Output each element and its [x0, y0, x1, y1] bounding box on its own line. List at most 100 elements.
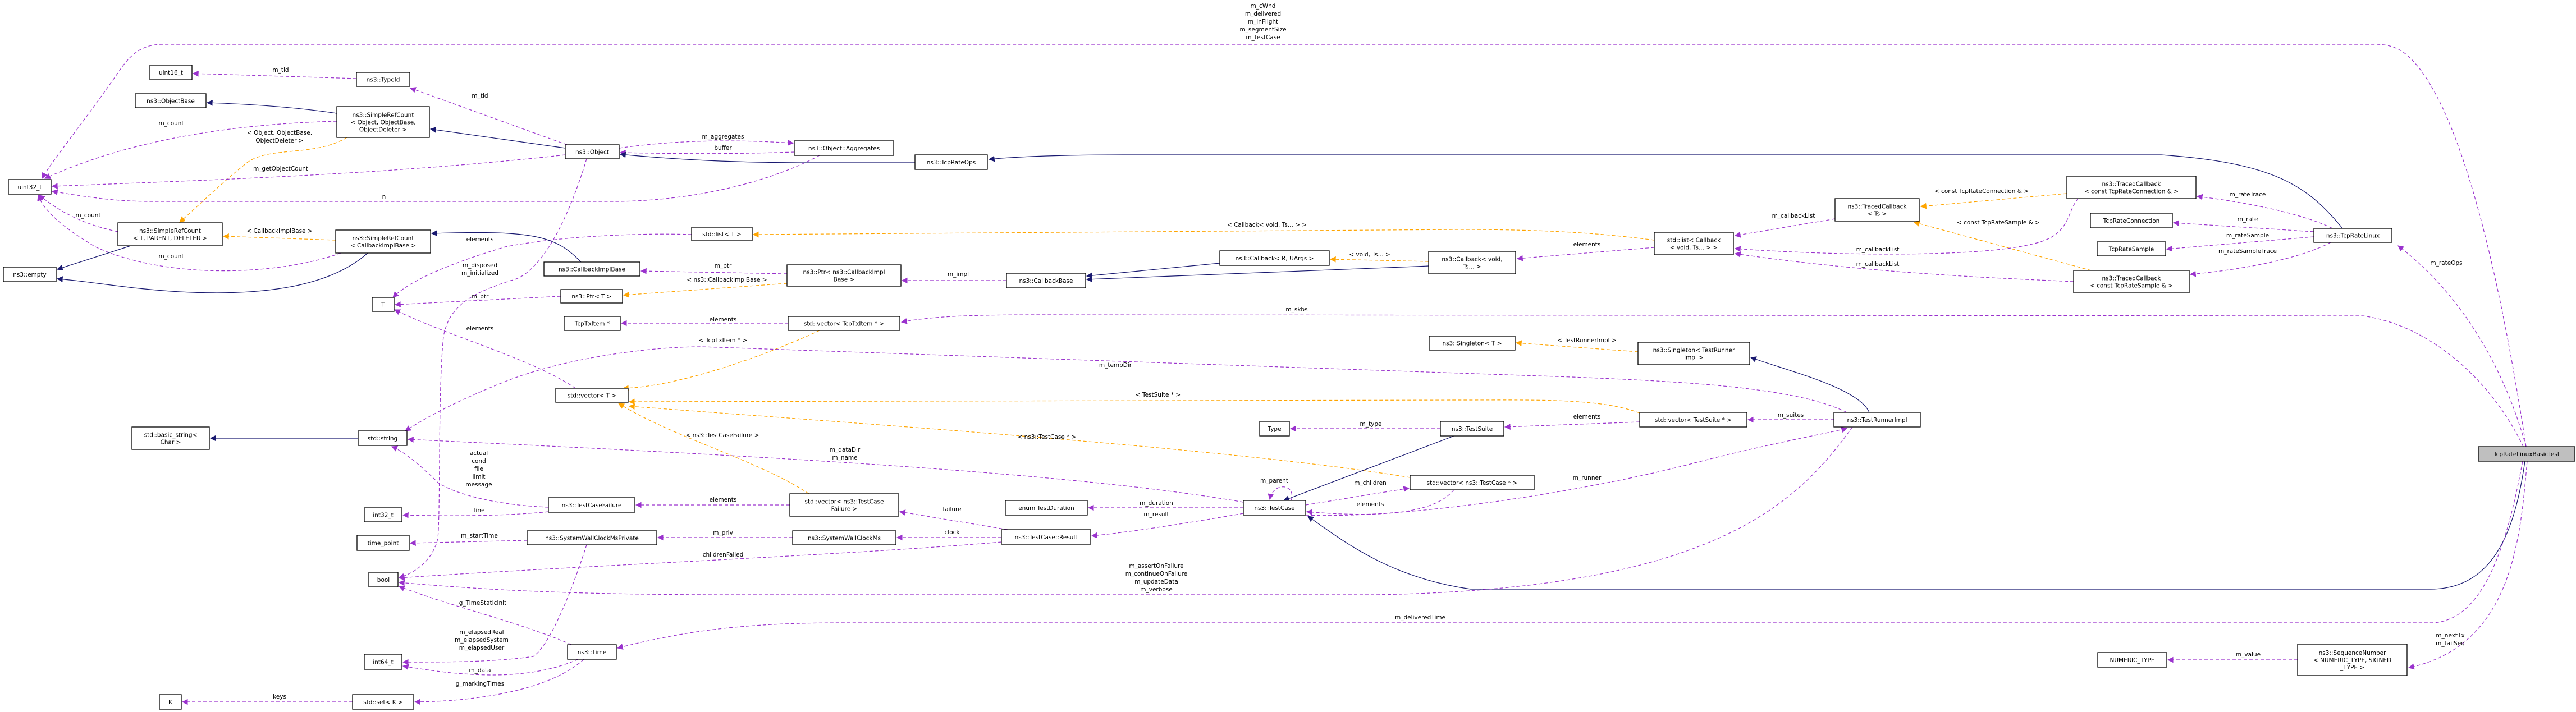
class-node-int32[interactable]: int32_t [364, 507, 402, 522]
class-node-vec-t[interactable]: std::vector< T > [555, 388, 629, 403]
class-node-src-cib[interactable]: ns3::SimpleRefCount< CallbackImplBase > [335, 229, 431, 254]
edge-label: m_aggregates [702, 134, 744, 140]
class-node-string[interactable]: std::string [358, 430, 408, 446]
class-node-typeid[interactable]: ns3::TypeId [356, 72, 410, 87]
edge-label: elements [466, 325, 494, 332]
class-node-ptr-t[interactable]: ns3::Ptr< T > [560, 289, 623, 304]
class-node-testrunner[interactable]: ns3::TestRunnerImpl [1833, 412, 1921, 428]
class-name-line: std::vector< ns3::TestCase [804, 499, 884, 506]
class-node-swcmp[interactable]: ns3::SystemWallClockMsPrivate [527, 530, 657, 545]
class-node-set[interactable]: std::set< K > [352, 694, 414, 710]
class-box [1243, 500, 1306, 516]
class-node-enum-td[interactable]: enum TestDuration [1005, 500, 1088, 516]
class-node-testsuite[interactable]: ns3::TestSuite [1440, 421, 1504, 437]
class-node-seqnum[interactable]: ns3::SequenceNumber< NUMERIC_TYPE, SIGNE… [2297, 644, 2408, 676]
class-name-line: ns3::Singleton< T > [1442, 341, 1502, 347]
class-name-line: ns3::SimpleRefCount [139, 228, 201, 235]
class-node-callbackbase[interactable]: ns3::CallbackBase [1006, 273, 1086, 288]
class-box [1219, 250, 1330, 266]
class-node-time[interactable]: ns3::Time [567, 644, 617, 660]
class-node-callback-r[interactable]: ns3::Callback< R, UArgs > [1219, 250, 1330, 266]
class-node-type[interactable]: Type [1259, 421, 1290, 437]
class-node-vec-ts[interactable]: std::vector< TestSuite * > [1639, 412, 1747, 428]
class-node-tcptxitem[interactable]: TcpTxItem * [564, 316, 621, 331]
class-node-traced-ts[interactable]: ns3::TracedCallback< Ts > [1834, 198, 1920, 222]
class-name-line: uint32_t [17, 184, 42, 191]
usage-edge [409, 540, 528, 546]
inherit-edge [1283, 435, 1454, 502]
class-box [2066, 176, 2197, 199]
class-name-line: < CallbackImplBase > [350, 242, 416, 249]
class-name-line: ns3::TracedCallback [2102, 275, 2162, 282]
edge-label: ObjectDeleter > [255, 137, 303, 144]
usage-edge [392, 233, 692, 298]
class-node-numeric[interactable]: NUMERIC_TYPE [2097, 652, 2167, 668]
class-node-src-tpd[interactable]: ns3::SimpleRefCount< T, PARENT, DELETER … [117, 222, 223, 246]
class-node-vec-tcptx[interactable]: std::vector< TcpTxItem * > [788, 316, 900, 331]
class-node-result[interactable]: ns3::TestCase::Result [1001, 529, 1091, 545]
class-name-line: enum TestDuration [1018, 505, 1074, 512]
class-node-callback-void[interactable]: ns3::Callback< void,Ts... > [1428, 251, 1516, 274]
class-node-uint32[interactable]: uint32_t [8, 179, 52, 195]
class-name-line: std::list< T > [702, 231, 741, 238]
template-edge [628, 403, 1411, 478]
class-node-traced-conn[interactable]: ns3::TracedCallback< const TcpRateConnec… [2066, 176, 2197, 199]
class-node-int64[interactable]: int64_t [364, 654, 402, 670]
class-node-traced-sample[interactable]: ns3::TracedCallback< const TcpRateSample… [2073, 270, 2190, 293]
class-node-list-cb[interactable]: std::list< Callback< void, Ts... > > [1654, 232, 1734, 255]
class-name-line: ns3::TypeId [367, 77, 400, 84]
class-node-list-t[interactable]: std::list< T > [691, 227, 753, 241]
class-node-ptr-cib[interactable]: ns3::Ptr< ns3::CallbackImplBase > [786, 264, 902, 287]
class-name-line: ns3::TracedCallback [2102, 181, 2162, 188]
template-edge [628, 398, 1640, 414]
class-node-swcm[interactable]: ns3::SystemWallClockMs [792, 530, 896, 545]
usage-edge [619, 140, 794, 149]
class-node-singleton-t[interactable]: ns3::Singleton< T > [1429, 336, 1516, 351]
edge-label: m_nextTx [2436, 632, 2464, 639]
class-node-tcpratesample[interactable]: TcpRateSample [2097, 241, 2166, 256]
class-box [2297, 644, 2408, 676]
inherit-edge [206, 99, 337, 114]
edge-label: buffer [714, 145, 732, 151]
class-node-K[interactable]: K [159, 694, 182, 710]
class-node-src-object[interactable]: ns3::SimpleRefCount< Object, ObjectBase,… [336, 106, 430, 138]
usage-edge [398, 426, 1853, 595]
class-node-object[interactable]: ns3::Object [565, 144, 620, 159]
class-name-line: int32_t [373, 512, 393, 519]
class-name-line: ns3::empty [13, 272, 47, 278]
class-box [1005, 500, 1088, 516]
edge-label: elements [1573, 241, 1601, 248]
edge-label: < ns3::CallbackImplBase > [687, 277, 767, 283]
class-node-testcase[interactable]: ns3::TestCase [1243, 500, 1306, 516]
edge-label: m_type [1360, 421, 1382, 428]
usage-edge [619, 149, 795, 156]
class-node-tcfailure[interactable]: ns3::TestCaseFailure [548, 497, 635, 513]
usage-edge [1305, 427, 1848, 516]
class-box [372, 297, 395, 312]
edge-label: m_count [158, 253, 184, 260]
usage-edge [51, 154, 566, 190]
class-node-uint16[interactable]: uint16_t [149, 65, 193, 80]
class-node-tcprateops[interactable]: ns3::TcpRateOps [914, 154, 988, 170]
class-node-cib[interactable]: ns3::CallbackImplBase [543, 261, 640, 277]
class-node-empty[interactable]: ns3::empty [3, 267, 57, 282]
class-node-basic-string[interactable]: std::basic_string<Char > [131, 426, 210, 450]
template-edge [179, 137, 347, 223]
class-node-vec-tc[interactable]: std::vector< ns3::TestCase * > [1410, 475, 1535, 490]
class-node-objectbase[interactable]: ns3::ObjectBase [135, 93, 207, 108]
usage-edge [391, 445, 549, 508]
class-node-basictest[interactable]: TcpRateLinuxBasicTest [2478, 446, 2575, 462]
class-node-bool[interactable]: bool [368, 572, 399, 587]
class-name-line: ns3::TestRunnerImpl [1847, 417, 1907, 424]
class-node-aggregates[interactable]: ns3::Object::Aggregates [794, 140, 894, 156]
class-node-tcpratelinux[interactable]: ns3::TcpRateLinux [2313, 228, 2392, 243]
class-node-tcprateconn[interactable]: TcpRateConnection [2090, 213, 2173, 228]
class-name-line: ns3::SequenceNumber [2319, 650, 2387, 656]
class-node-vec-tcfail[interactable]: std::vector< ns3::TestCaseFailure > [789, 493, 899, 517]
class-node-T[interactable]: T [372, 297, 395, 312]
class-node-time-point[interactable]: time_point [356, 535, 410, 551]
class-node-singleton-tri[interactable]: ns3::Singleton< TestRunnerImpl > [1637, 342, 1750, 365]
inherit-edge [988, 154, 2343, 229]
class-box [567, 644, 617, 660]
